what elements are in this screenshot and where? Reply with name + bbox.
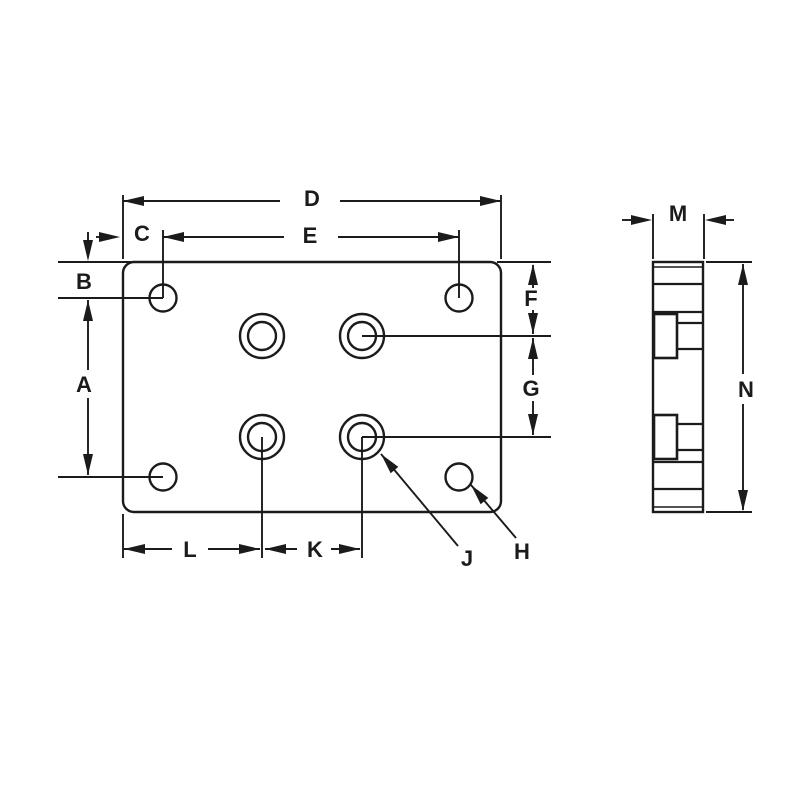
hole-bottom-right — [444, 462, 474, 492]
cbore-upper-left-outer — [238, 312, 286, 360]
arrowhead-f-top — [528, 264, 538, 285]
dim-label-k: K — [307, 537, 323, 562]
dim-label-c: C — [134, 221, 150, 246]
dim-label-b: B — [76, 269, 92, 294]
side-view-outline — [651, 260, 705, 514]
dim-label-a: A — [76, 372, 92, 397]
side-counterbore-upper — [652, 312, 679, 360]
dim-label-g: G — [522, 376, 539, 401]
dim-label-n: N — [738, 377, 754, 402]
arrowhead-m-left — [631, 215, 652, 225]
arrowhead-b — [83, 240, 93, 261]
arrowhead-k-left — [265, 544, 286, 554]
arrowhead-n-top — [738, 264, 748, 285]
arrowhead-l-left — [124, 544, 145, 554]
arrowhead-g-bottom — [528, 414, 538, 435]
arrowhead-f-bottom — [528, 313, 538, 334]
arrowhead-g-top — [528, 338, 538, 359]
arrowhead-j — [381, 454, 399, 474]
dim-label-h: H — [514, 539, 530, 564]
arrowhead-d-right — [480, 196, 501, 206]
side-counterbore-lower — [652, 413, 679, 461]
dim-label-m: M — [669, 201, 687, 226]
arrowhead-e-right — [438, 232, 459, 242]
dim-label-l: L — [183, 537, 196, 562]
dim-label-e: E — [303, 223, 318, 248]
arrowhead-l-right — [239, 544, 260, 554]
arrowhead-k-right — [339, 544, 360, 554]
cbore-upper-left-inner — [246, 320, 278, 352]
arrowhead-h — [471, 485, 489, 505]
arrowhead-d-left — [123, 196, 144, 206]
arrowhead-n-bottom — [738, 490, 748, 511]
dim-label-j: J — [461, 546, 473, 571]
arrowhead-e-left — [163, 232, 184, 242]
arrowhead-a-bottom — [83, 454, 93, 475]
dim-label-f: F — [524, 286, 537, 311]
arrowhead-c — [99, 232, 120, 242]
dim-label-d: D — [304, 186, 320, 211]
arrowhead-m-right — [705, 215, 726, 225]
plate-outline — [121, 260, 503, 514]
arrowhead-a-top — [83, 300, 93, 321]
